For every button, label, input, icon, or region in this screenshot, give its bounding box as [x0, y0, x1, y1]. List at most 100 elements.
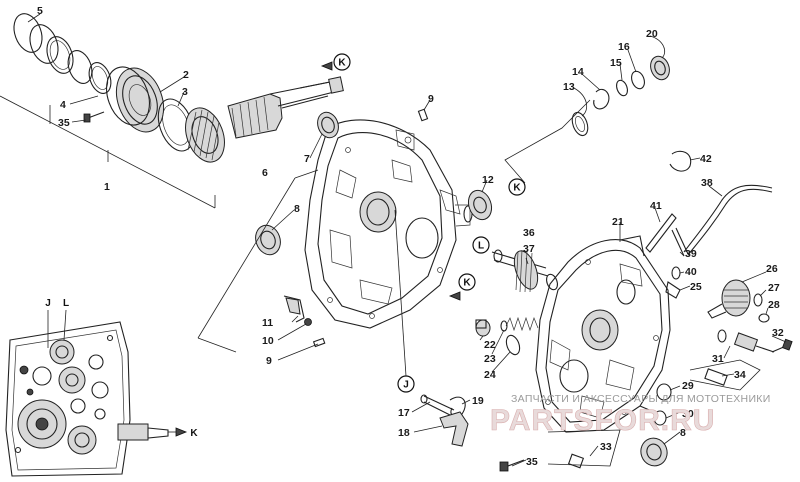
callout: 18: [398, 427, 410, 439]
callout: 16: [618, 41, 630, 53]
assembly-bracket-1: [0, 95, 216, 209]
callout: 31: [712, 353, 724, 365]
right-case-half: [535, 235, 671, 433]
bearing-13: [571, 111, 589, 137]
ref-k-mid: K: [504, 99, 591, 196]
dowel-pin-9-top: [417, 108, 429, 122]
callout: 27: [768, 282, 780, 294]
callout: 14: [572, 66, 584, 78]
breather-41: [645, 213, 677, 253]
callout: 32: [772, 327, 784, 339]
spring-23: [500, 316, 539, 332]
washer-28: [758, 313, 770, 323]
watermark-tagline: ЗАПЧАСТИ И АКСЕССУАРЫ ДЛЯ МОТОТЕХНИКИ: [511, 393, 771, 405]
callout: 38: [701, 177, 713, 189]
gear-36-37: [491, 249, 558, 293]
callout: 25: [690, 281, 702, 293]
callout: 39: [685, 248, 697, 260]
callout: 37: [523, 243, 535, 255]
callout: 26: [766, 263, 778, 275]
callout: 35: [58, 117, 70, 129]
shim-15: [616, 79, 628, 97]
callout: 40: [685, 266, 697, 278]
inset-assembled-view: [5, 321, 188, 477]
callout: 30: [682, 408, 694, 420]
ref-l-mid: L: [472, 236, 490, 254]
callout: 12: [482, 174, 494, 186]
callout: 2: [183, 69, 189, 81]
clip-42: [669, 150, 692, 172]
lever-18: [439, 411, 469, 447]
callout: 13: [563, 81, 575, 93]
seal-20: [650, 55, 670, 81]
callout: 19: [472, 395, 484, 407]
callout: 36: [523, 227, 535, 239]
o-ring-16: [631, 70, 645, 90]
snap-ring-14: [593, 88, 610, 110]
pinion-bearing: [185, 107, 225, 163]
bearing-12: [467, 189, 493, 221]
callout: 21: [612, 216, 624, 228]
callout: 22: [484, 339, 496, 351]
plug-22: [475, 319, 491, 337]
collar-29: [656, 383, 672, 401]
callout: 10: [262, 335, 274, 347]
callout: 29: [682, 380, 694, 392]
left-case-half: [304, 119, 473, 329]
callout: 7: [304, 153, 310, 165]
leader-lines: [27, 13, 787, 467]
bearing-cap: [106, 66, 165, 133]
watermark-brand: PARTSFOR.RU: [490, 404, 715, 437]
seal-7: [317, 111, 339, 139]
callout: 5: [37, 5, 43, 17]
ref-k-low: K: [448, 273, 476, 301]
callout: 1: [104, 181, 110, 193]
spring-19: [449, 396, 466, 418]
ref-j-low: J: [394, 209, 415, 393]
callout: 33: [600, 441, 612, 453]
callout: 17: [398, 407, 410, 419]
svg-text:L: L: [478, 241, 484, 252]
svg-text:K: K: [190, 428, 198, 439]
callout: 3: [182, 86, 188, 98]
callout: 34: [734, 369, 746, 381]
assembly-bracket-6: [197, 169, 319, 353]
hose-39: [671, 227, 689, 257]
dowel-pin-9-lower: [312, 337, 326, 348]
callout: 20: [646, 28, 658, 40]
bracket-11: [283, 295, 312, 326]
washer-40: [671, 266, 681, 280]
callout-labels: 5 2 3 4 35 1 9 7 6 8 12 20 16 14 15 13 4…: [37, 5, 784, 468]
svg-text:K: K: [338, 58, 346, 69]
bolt-32: [771, 338, 793, 353]
ref-k-top: K: [320, 53, 351, 71]
inset-ref-labels: J L K: [45, 298, 198, 439]
sensor-31: [717, 329, 775, 353]
callout: 8: [680, 427, 686, 439]
svg-text:J: J: [403, 380, 409, 391]
seal-8-right: [640, 437, 668, 467]
sensor-26: [707, 279, 751, 319]
shift-shaft-17: [420, 394, 455, 417]
vent-tube-38: [683, 184, 773, 256]
spacer-33: [547, 429, 621, 469]
callout: 28: [768, 299, 780, 311]
callout: 4: [60, 99, 66, 111]
svg-text:K: K: [513, 183, 521, 194]
callout: 24: [484, 369, 496, 381]
callout: 35: [526, 456, 538, 468]
bevel-pinion-gear: [227, 76, 344, 139]
plunger-24: [505, 334, 521, 356]
callout: 9: [266, 355, 272, 367]
callout: 23: [484, 353, 496, 365]
callout: 11: [262, 317, 273, 329]
svg-text:K: K: [463, 278, 471, 289]
callout: 6: [262, 167, 268, 179]
o-ring-27: [753, 293, 763, 307]
callout: 8: [294, 203, 300, 215]
watermark: ЗАПЧАСТИ И АКСЕССУАРЫ ДЛЯ МОТОТЕХНИКИ PA…: [490, 393, 771, 437]
snap-ring-stack: [13, 13, 112, 94]
seal-8-left: [255, 224, 281, 256]
